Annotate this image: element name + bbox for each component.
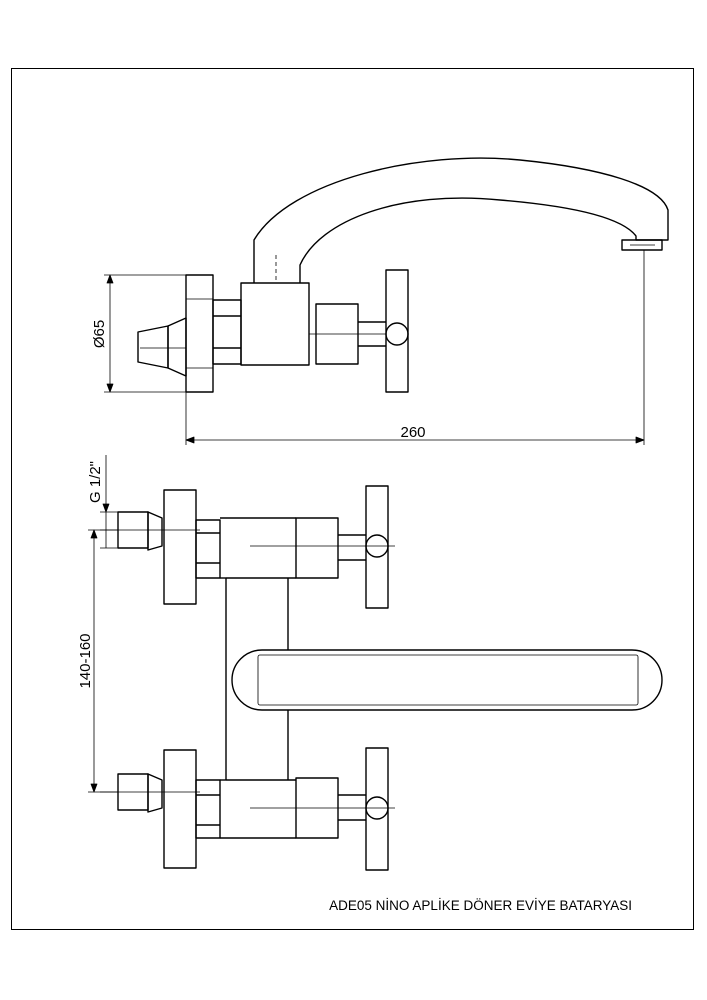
dim-reach <box>185 250 645 445</box>
front-lower-handle <box>250 747 395 871</box>
front-upper-handle <box>250 485 395 609</box>
side-valve-body <box>240 282 310 366</box>
dim-thread <box>100 455 118 549</box>
side-wall-flange <box>185 274 214 393</box>
dim-diameter <box>104 274 186 393</box>
side-cross-handle <box>358 269 409 393</box>
drawing-title: ADE05 NİNO APLİKE DÖNER EVİYE BATARYASI <box>329 898 632 913</box>
side-swivel-spout <box>253 157 669 283</box>
front-mixer-body <box>220 517 296 839</box>
front-spout <box>231 649 663 711</box>
dim-diameter-label: Ø65 <box>91 320 108 348</box>
dim-spacing <box>88 529 118 793</box>
side-view <box>104 157 669 445</box>
front-lower-inlet <box>100 749 221 869</box>
front-upper-inlet <box>100 489 221 605</box>
dim-thread-label: G 1/2" <box>87 461 104 503</box>
dim-spacing-label: 140-160 <box>77 633 94 688</box>
dim-reach-label: 260 <box>400 424 425 441</box>
drawing-frame <box>11 68 694 930</box>
front-view <box>88 455 663 871</box>
side-hex-nut <box>212 299 242 365</box>
side-inlet-connector <box>137 317 187 377</box>
